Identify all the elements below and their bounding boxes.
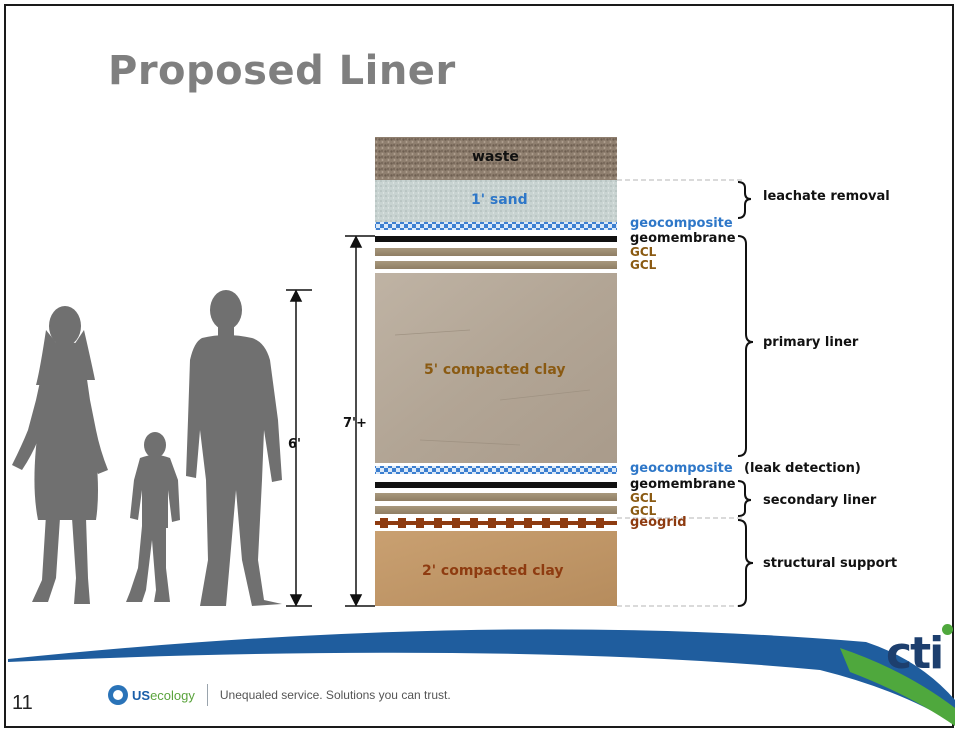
geomembrane-bottom-layer xyxy=(375,482,617,488)
sand-label: 1' sand xyxy=(471,192,528,208)
support-clay-layer xyxy=(375,531,617,606)
dimension-7ft-label: 7'+ xyxy=(343,416,367,431)
geomembrane-top-label: geomembrane xyxy=(630,231,736,246)
dimension-7ft xyxy=(345,235,375,607)
geocomposite-top-label: geocomposite xyxy=(630,216,733,231)
page-number: 11 xyxy=(12,692,33,714)
primary-clay-layer xyxy=(375,273,617,463)
slide-title: Proposed Liner xyxy=(108,48,456,94)
zone-secondary-liner: secondary liner xyxy=(763,493,877,508)
gcl-label-4: GCL xyxy=(630,504,657,518)
cti-logo-dot xyxy=(942,624,953,635)
footer-tagline: Unequaled service. Solutions you can tru… xyxy=(219,688,451,702)
brace-leachate-removal xyxy=(737,181,752,219)
footer-divider xyxy=(206,684,208,706)
geomembrane-top-layer xyxy=(375,236,617,242)
geogrid-layer xyxy=(375,518,617,528)
primary-clay-label: 5' compacted clay xyxy=(424,362,566,378)
geomembrane-bottom-label: geomembrane xyxy=(630,477,736,492)
geocomposite-leak-layer xyxy=(375,466,617,474)
dimension-6ft-label: 6' xyxy=(288,437,302,452)
woman-silhouette xyxy=(12,306,108,604)
geocomposite-leak-label: geocomposite xyxy=(630,461,733,476)
sand-layer xyxy=(375,180,617,222)
cti-logo: cti xyxy=(886,628,944,679)
us-ecology-logo-icon xyxy=(108,685,128,705)
logo-ecology-text: ecology xyxy=(150,687,195,703)
brace-structural-support xyxy=(737,519,754,607)
zone-structural-support: structural support xyxy=(763,556,898,571)
leak-detection-label: (leak detection) xyxy=(744,461,861,476)
dimension-6ft xyxy=(286,289,312,607)
gcl-label-3: GCL xyxy=(630,491,657,505)
gcl-layer-4 xyxy=(375,506,617,514)
man-silhouette xyxy=(186,290,282,606)
waste-layer xyxy=(375,137,617,180)
footer-swoosh xyxy=(8,629,955,724)
slide-frame xyxy=(4,4,954,728)
child-silhouette xyxy=(126,432,180,602)
gcl-layer-1 xyxy=(375,248,617,256)
logo-us-text: US xyxy=(132,687,151,703)
zone-leachate-removal: leachate removal xyxy=(763,189,890,204)
geocomposite-top-layer xyxy=(375,222,617,230)
us-ecology-logo: US ecology Unequaled service. Solutions … xyxy=(108,683,451,707)
geogrid-label: geogrid xyxy=(630,515,687,530)
gcl-layer-2 xyxy=(375,261,617,269)
waste-label: waste xyxy=(472,149,519,165)
gcl-label-2: GCL xyxy=(630,258,657,272)
zone-primary-liner: primary liner xyxy=(763,335,859,350)
brace-primary-liner xyxy=(737,235,754,457)
gcl-label-1: GCL xyxy=(630,245,657,259)
support-clay-label: 2' compacted clay xyxy=(422,563,564,579)
brace-secondary-liner xyxy=(737,480,752,517)
gcl-layer-3 xyxy=(375,493,617,501)
